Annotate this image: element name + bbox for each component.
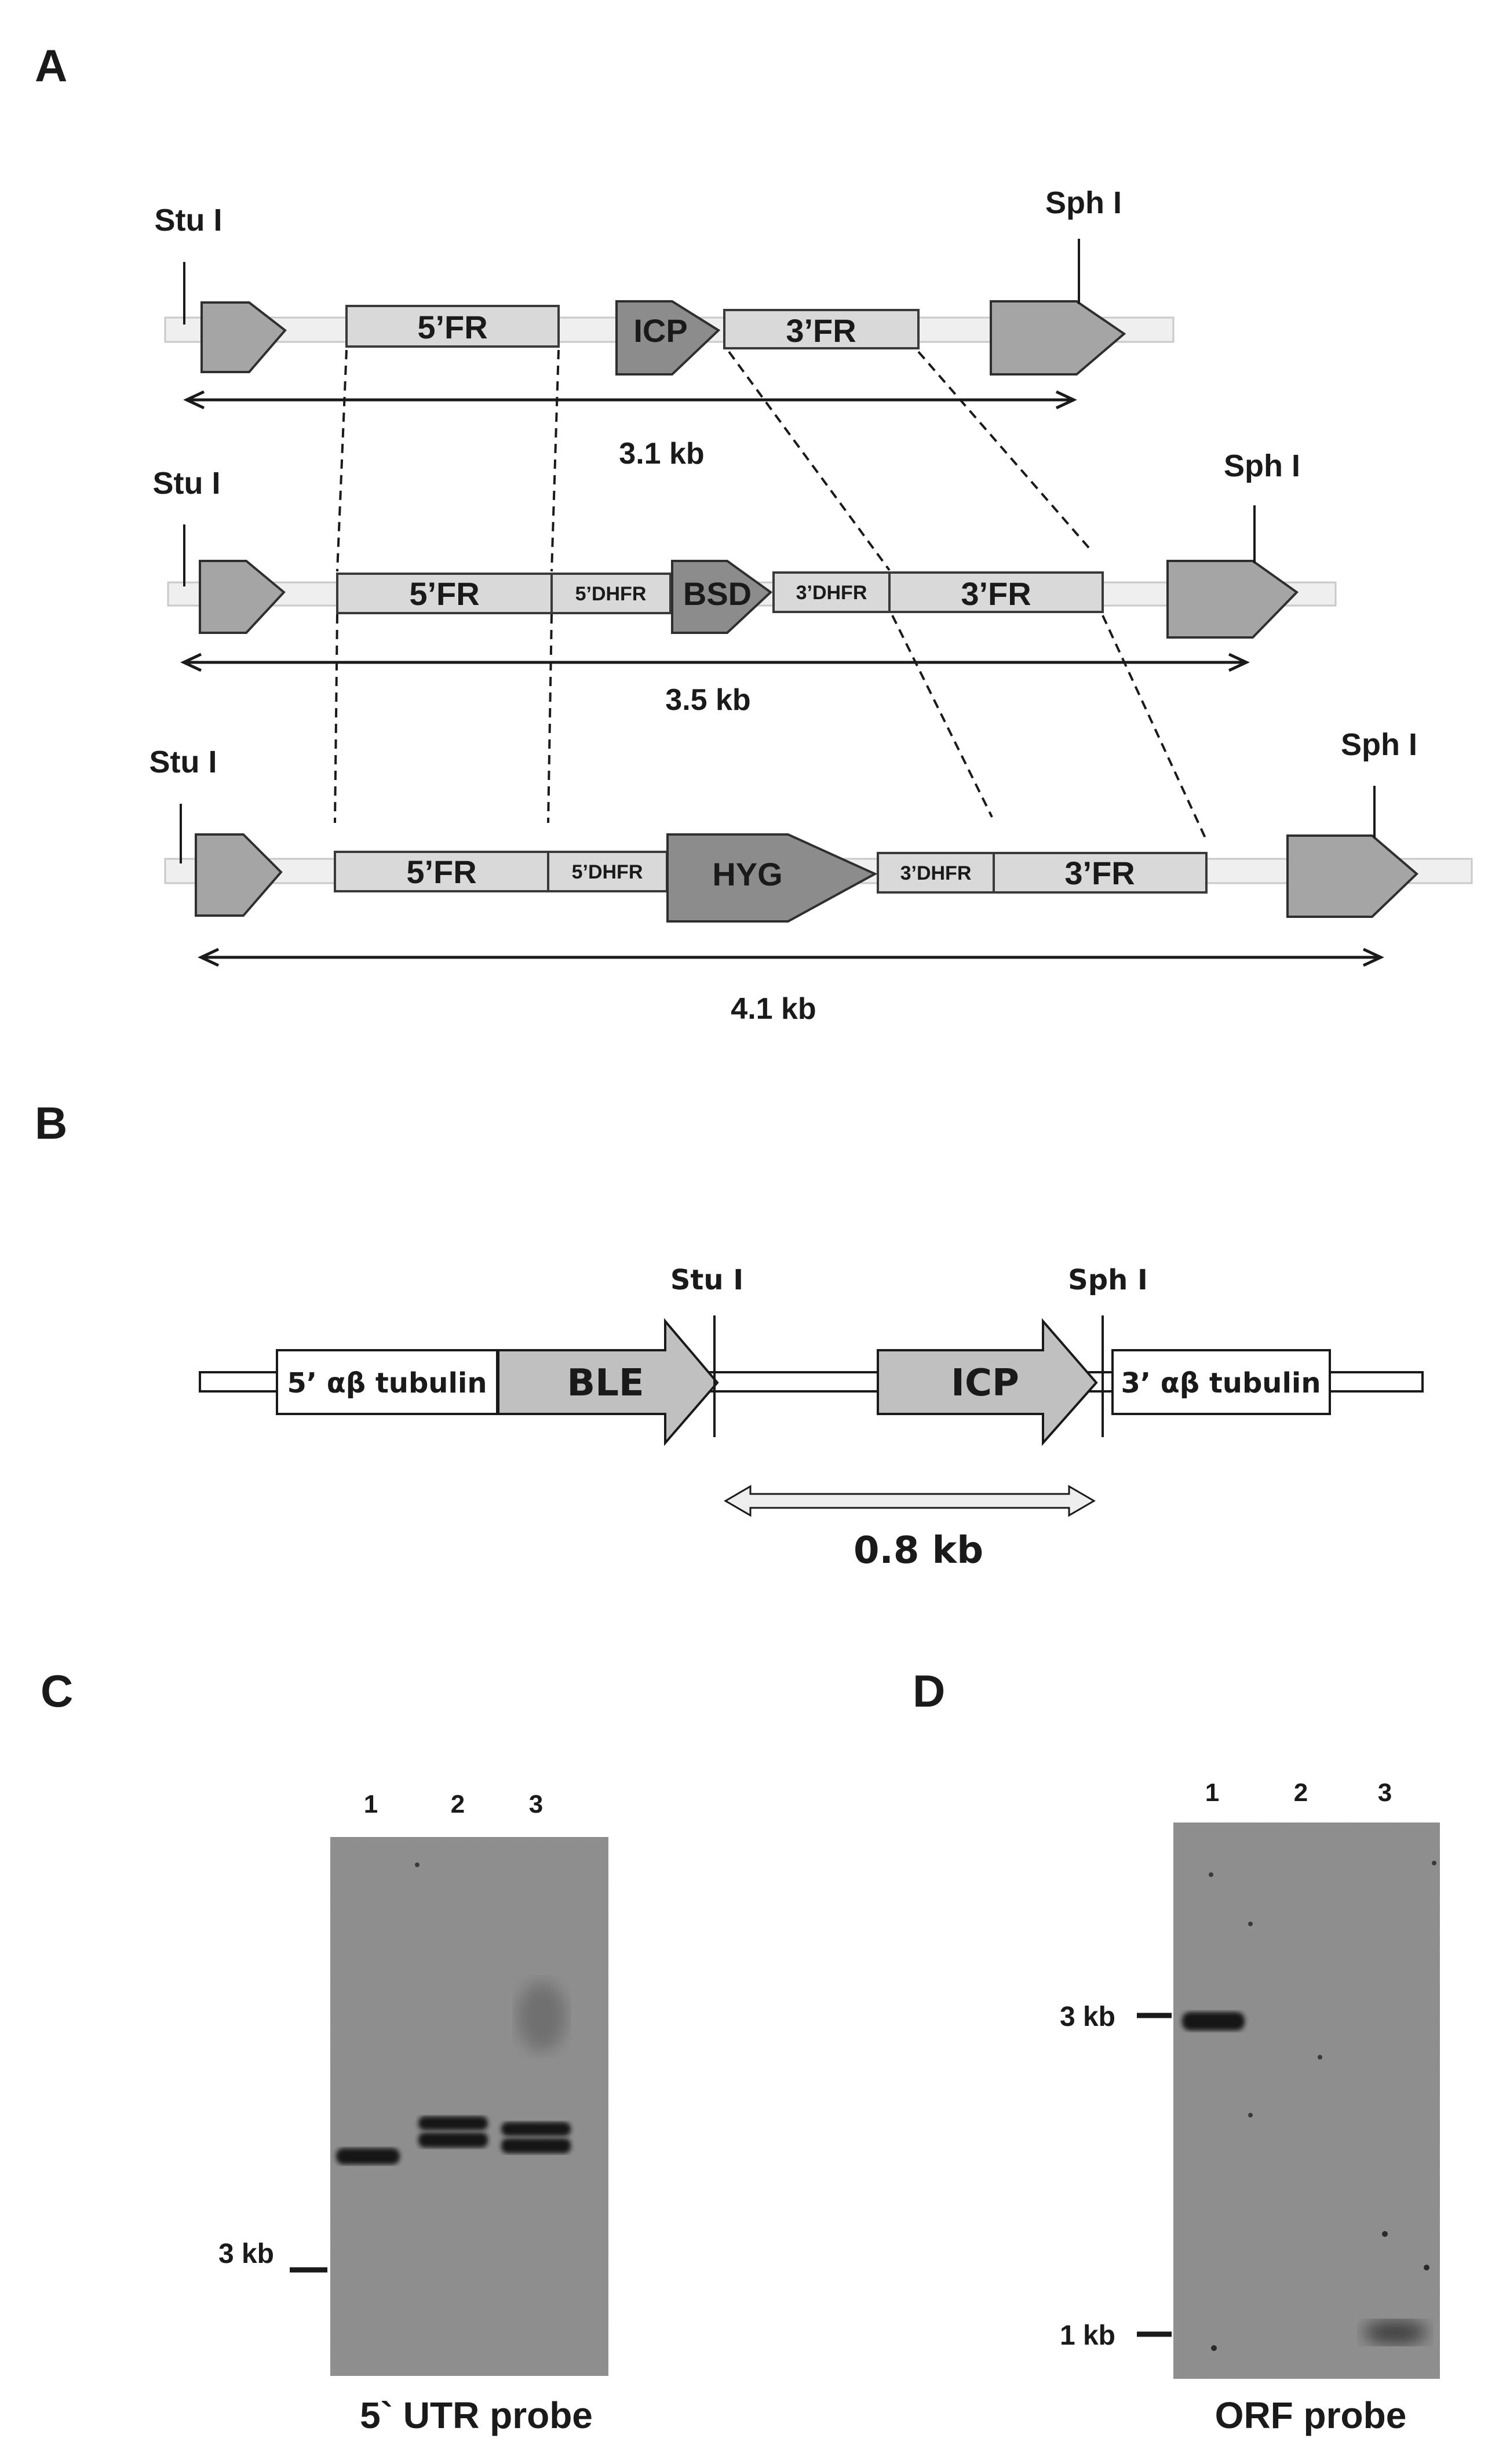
row3-3dhfr-label: 3’DHFR <box>900 862 972 884</box>
d-marker-label-low: 1 kb <box>1060 2320 1115 2351</box>
row3-size-arrow <box>198 947 1384 967</box>
construct-row-1: Stu I 5’FR ICP 3’FR Sph I 3.1 kb <box>155 185 1175 471</box>
c-probe-label: 5` UTR probe <box>360 2394 593 2436</box>
c-lane-2: 2 <box>451 1790 465 1818</box>
panel-c-blot: 1 2 3 3 kb 5` UTR probe <box>218 1790 608 2436</box>
d-speck <box>1432 1861 1436 1865</box>
c-lane-1: 1 <box>364 1790 378 1818</box>
row2-5fr-box <box>336 573 553 614</box>
c-speck <box>415 1862 420 1867</box>
row2-bsd-label: BSD <box>683 575 752 612</box>
panel-label-c: C <box>41 1665 73 1716</box>
d-probe-label: ORF probe <box>1215 2394 1407 2436</box>
panel-d-blot: 1 2 3 3 kb 1 kb ORF probe <box>1060 1778 1440 2436</box>
b-icp-label: ICP <box>951 1362 1019 1405</box>
c-lane3-band-upper <box>501 2122 571 2136</box>
row1-size-arrow <box>183 390 1077 410</box>
row2-5dhfr-box <box>550 573 672 614</box>
d-speck <box>1211 2345 1217 2351</box>
b-stu-label: Stu I <box>670 1264 743 1296</box>
row3-3fr-label: 3’FR <box>1064 855 1135 891</box>
d-lane-3: 3 <box>1378 1778 1392 1807</box>
c-lane2-band-lower <box>418 2133 488 2148</box>
b-ble-label: BLE <box>567 1362 644 1405</box>
c-lane1-band <box>336 2148 400 2164</box>
row3-right-arrow <box>1286 834 1418 918</box>
homology-lines <box>334 349 1208 841</box>
row1-5fr-label: 5’FR <box>417 309 487 345</box>
row1-stu-label: Stu I <box>155 203 223 238</box>
row2-bsd-arrow <box>671 560 773 634</box>
row3-sph-label: Sph I <box>1341 727 1417 762</box>
row1-sph-label: Sph I <box>1045 185 1122 220</box>
row1-5fr-box <box>345 305 560 348</box>
c-membrane-texture <box>330 1837 608 2376</box>
d-speck <box>1424 2265 1429 2270</box>
row1-icp-label: ICP <box>633 312 687 349</box>
row3-size-label: 4.1 kb <box>731 992 816 1026</box>
row2-sph-label: Sph I <box>1224 449 1300 483</box>
d-speck <box>1248 1922 1253 1926</box>
row2-size-label: 3.5 kb <box>665 683 750 717</box>
row2-3dhfr-box <box>772 571 891 613</box>
row3-left-arrow <box>195 833 283 917</box>
d-lane-1: 1 <box>1205 1778 1219 1807</box>
row2-size-arrow <box>180 653 1250 672</box>
d-lane1-band <box>1182 2012 1245 2031</box>
c-lane3-band-lower <box>501 2138 571 2153</box>
b-icp-arrow <box>877 1318 1098 1446</box>
b-ble-arrow <box>497 1318 719 1446</box>
row3-5dhfr-label: 5’DHFR <box>572 861 643 883</box>
b-3utr-box <box>1111 1349 1331 1415</box>
row3-stu-label: Stu I <box>149 745 217 779</box>
d-speck <box>1248 2113 1253 2117</box>
c-smudge <box>517 1982 566 2051</box>
row2-5fr-label: 5’FR <box>409 575 479 612</box>
row3-5dhfr-box <box>547 851 668 892</box>
row1-3fr-box <box>723 309 920 349</box>
row3-hyg-arrow <box>666 833 878 923</box>
row1-size-label: 3.1 kb <box>619 437 704 471</box>
c-lane-3: 3 <box>529 1790 543 1818</box>
d-membrane-texture <box>1173 1823 1440 2379</box>
c-lane2-band-upper <box>418 2116 488 2130</box>
d-speck <box>1318 2055 1322 2060</box>
panel-label-d: D <box>913 1665 945 1716</box>
c-marker-label: 3 kb <box>218 2239 274 2269</box>
d-speck <box>1209 1872 1213 1877</box>
b-3utr-label: 3’ αβ tubulin <box>1121 1367 1321 1399</box>
panel-b-construct: 5’ αβ tubulin BLE Stu I ICP Sph I 3’ αβ … <box>199 1264 1424 1572</box>
row2-3dhfr-label: 3’DHFR <box>796 582 867 604</box>
row3-5fr-box <box>334 851 549 892</box>
construct-row-2: Stu I 5’FR 5’DHFR BSD 3’DHFR 3’FR Sph I … <box>153 449 1337 717</box>
row1-right-arrow <box>990 300 1126 376</box>
row3-5fr-label: 5’FR <box>406 854 476 890</box>
row1-3fr-label: 3’FR <box>786 312 856 349</box>
row1-icp-arrow <box>615 300 721 376</box>
row2-right-arrow <box>1166 560 1299 639</box>
row3-3fr-box <box>993 852 1208 894</box>
row1-left-arrow <box>200 301 287 373</box>
b-sph-label: Sph I <box>1068 1264 1148 1296</box>
row2-stu-label: Stu I <box>153 466 221 501</box>
b-size-label: 0.8 kb <box>854 1529 983 1572</box>
panel-label-a: A <box>35 40 67 91</box>
row2-5dhfr-label: 5’DHFR <box>575 583 647 605</box>
d-lane-2: 2 <box>1294 1778 1308 1807</box>
construct-row-3: Stu I 5’FR 5’DHFR HYG 3’DHFR 3’FR Sph I … <box>149 727 1473 1026</box>
b-5utr-label: 5’ αβ tubulin <box>287 1367 487 1399</box>
row2-3fr-label: 3’FR <box>961 575 1031 612</box>
row3-hyg-label: HYG <box>712 856 782 892</box>
row2-left-arrow <box>199 560 286 634</box>
d-speck <box>1382 2231 1388 2237</box>
row2-3fr-box <box>888 571 1104 613</box>
row3-3dhfr-box <box>877 852 995 894</box>
d-lane3-band <box>1363 2321 1427 2344</box>
b-size-arrow <box>724 1485 1096 1517</box>
b-5utr-box <box>276 1349 498 1415</box>
d-marker-label-high: 3 kb <box>1060 2002 1115 2032</box>
panel-label-b: B <box>35 1098 67 1149</box>
